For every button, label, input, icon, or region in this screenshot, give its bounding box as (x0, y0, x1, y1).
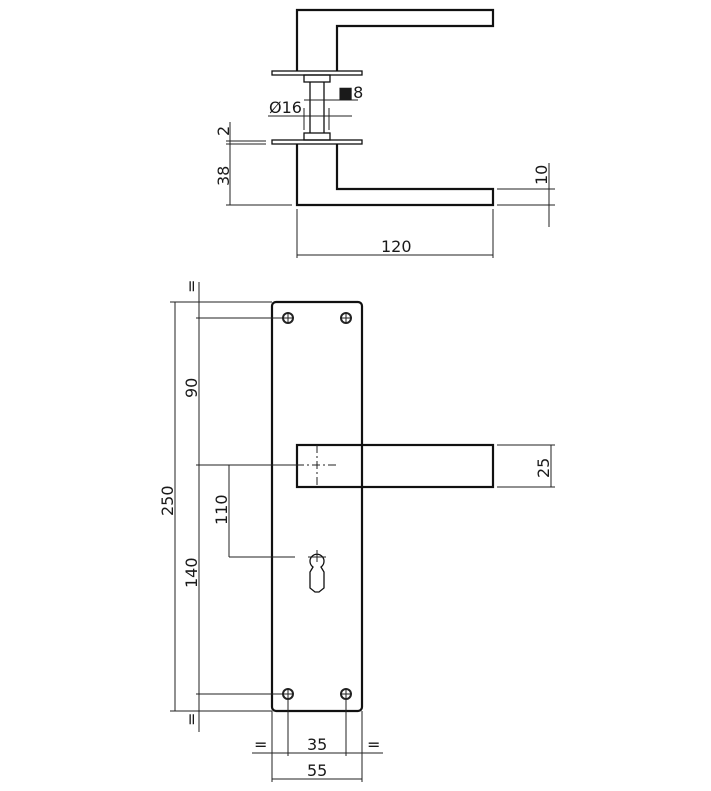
lower-lever-outline (295, 144, 495, 207)
label-handle-to-bottom: 140 (182, 557, 201, 588)
label-equal-left: = (254, 735, 267, 754)
side-view: ■8 Ø16 2 38 10 120 (214, 8, 555, 258)
label-equal-top: = (182, 280, 201, 293)
screw-top-right (340, 312, 352, 324)
upper-lever-outline (295, 8, 495, 71)
upper-collar (303, 74, 331, 83)
label-plate-height: 250 (158, 485, 177, 516)
label-spindle-diameter: Ø16 (269, 98, 302, 117)
label-equal-bottom: = (182, 713, 201, 726)
label-lever-length: 120 (381, 237, 412, 256)
label-spindle-square: ■8 (338, 83, 363, 102)
back-plate (270, 300, 364, 713)
label-handle-to-keyhole: 110 (212, 494, 231, 525)
label-equal-right: = (367, 735, 380, 754)
label-rose-thickness: 2 (214, 126, 233, 136)
label-handle-height: 38 (214, 166, 233, 186)
lower-collar (303, 132, 331, 141)
label-top-to-handle: 90 (182, 378, 201, 398)
front-lever (295, 443, 495, 489)
screw-bottom-right (340, 688, 352, 700)
label-plate-width: 55 (307, 761, 327, 780)
keyhole (309, 553, 325, 593)
front-view: = = 90 250 110 140 25 = = 35 55 (158, 280, 555, 782)
label-lever-thickness: 10 (532, 165, 551, 185)
lower-rose (271, 139, 363, 145)
label-screw-spacing: 35 (307, 735, 327, 754)
label-lever-width: 25 (534, 458, 553, 478)
